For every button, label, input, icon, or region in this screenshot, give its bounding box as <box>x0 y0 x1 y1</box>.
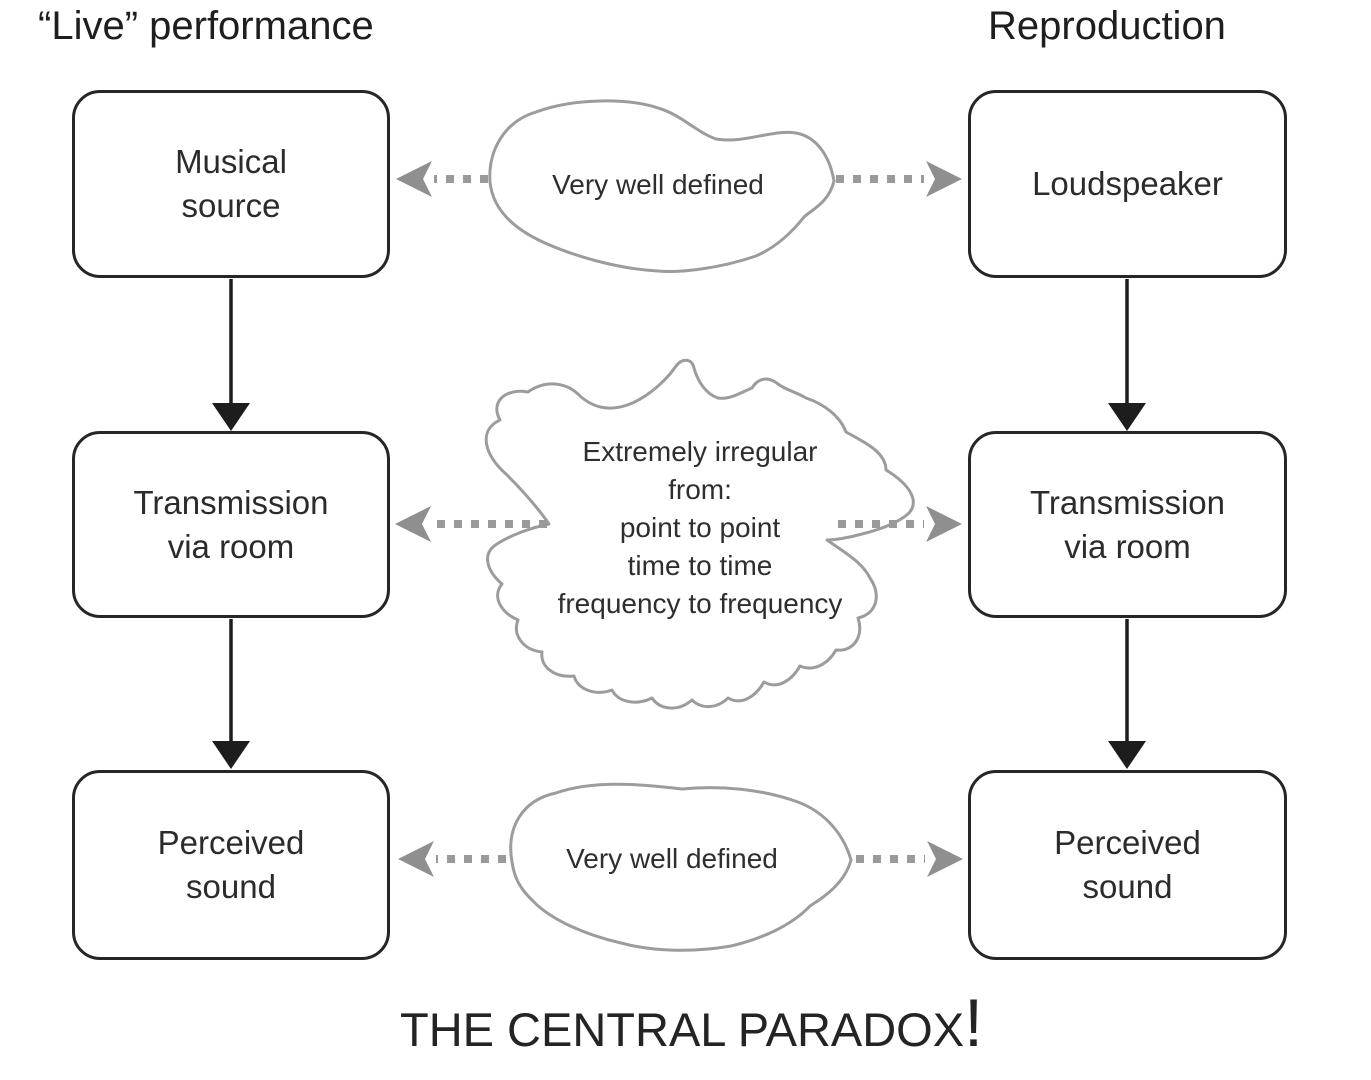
central-paradox-exclamation: ! <box>964 985 983 1061</box>
box-label-line: sound <box>1082 868 1173 905</box>
arrowhead-icon <box>926 506 962 542</box>
reproduction-heading: Reproduction <box>988 4 1226 48</box>
arrowhead-icon <box>395 506 431 542</box>
dotted-arrow-top-right <box>836 161 962 197</box>
down-arrow-reproduction-1 <box>1108 279 1146 431</box>
box-transmission-via-room-right: Transmission via room <box>968 431 1287 618</box>
middle-blob-outline <box>484 358 915 710</box>
middle-blob-line: time to time <box>627 550 773 581</box>
arrowhead-icon <box>212 741 250 769</box>
dotted-arrow-middle-right <box>838 506 962 542</box>
live-performance-heading: “Live” performance <box>38 4 374 48</box>
box-perceived-sound-left: Perceived sound <box>72 770 390 960</box>
middle-blob-line: from: <box>668 474 732 505</box>
middle-blob-line: point to point <box>619 512 781 543</box>
box-label-line: Perceived <box>157 824 305 861</box>
box-label-line: source <box>181 187 281 224</box>
box-loudspeaker: Loudspeaker <box>968 90 1287 278</box>
arrowhead-icon <box>212 403 250 431</box>
arrowhead-icon <box>926 161 962 197</box>
box-transmission-via-room-left: Transmission via room <box>72 431 390 618</box>
middle-blob-line: Extremely irregular <box>582 436 818 467</box>
down-arrow-live-2 <box>212 619 250 769</box>
down-arrow-live-1 <box>212 279 250 431</box>
top-blob-outline <box>488 99 836 273</box>
central-paradox-title: THE CENTRAL PARADOX! <box>6 989 1371 1057</box>
box-perceived-sound-right: Perceived sound <box>968 770 1287 960</box>
arrowhead-icon <box>927 841 963 877</box>
dotted-arrow-middle-left <box>395 506 547 542</box>
bottom-blob-label: Very well defined <box>566 843 778 874</box>
box-label-line: via room <box>1064 527 1191 565</box>
middle-blob-label: Extremely irregular from: point to point… <box>505 433 895 623</box>
dotted-arrow-bottom-right <box>856 841 963 877</box>
box-label-line: Transmission <box>133 483 329 521</box>
box-label-line: Transmission <box>1030 483 1225 521</box>
bottom-blob-outline <box>509 782 853 952</box>
box-label-line: Musical <box>175 143 287 180</box>
box-label-line: Perceived <box>1054 824 1201 861</box>
down-arrow-reproduction-2 <box>1108 619 1146 769</box>
central-paradox-text: THE CENTRAL PARADOX <box>400 1003 965 1056</box>
middle-blob-line: frequency to frequency <box>557 588 843 619</box>
top-blob-label: Very well defined <box>552 169 764 200</box>
box-label-line: sound <box>186 868 276 905</box>
box-musical-source: Musical source <box>72 90 390 278</box>
arrowhead-icon <box>1108 403 1146 431</box>
arrowhead-icon <box>396 161 432 197</box>
box-label-line: Loudspeaker <box>1032 165 1223 202</box>
dotted-arrow-bottom-left <box>398 841 506 877</box>
dotted-arrow-top-left <box>396 161 488 197</box>
arrowhead-icon <box>398 841 434 877</box>
box-label-line: via room <box>167 527 295 565</box>
arrowhead-icon <box>1108 741 1146 769</box>
